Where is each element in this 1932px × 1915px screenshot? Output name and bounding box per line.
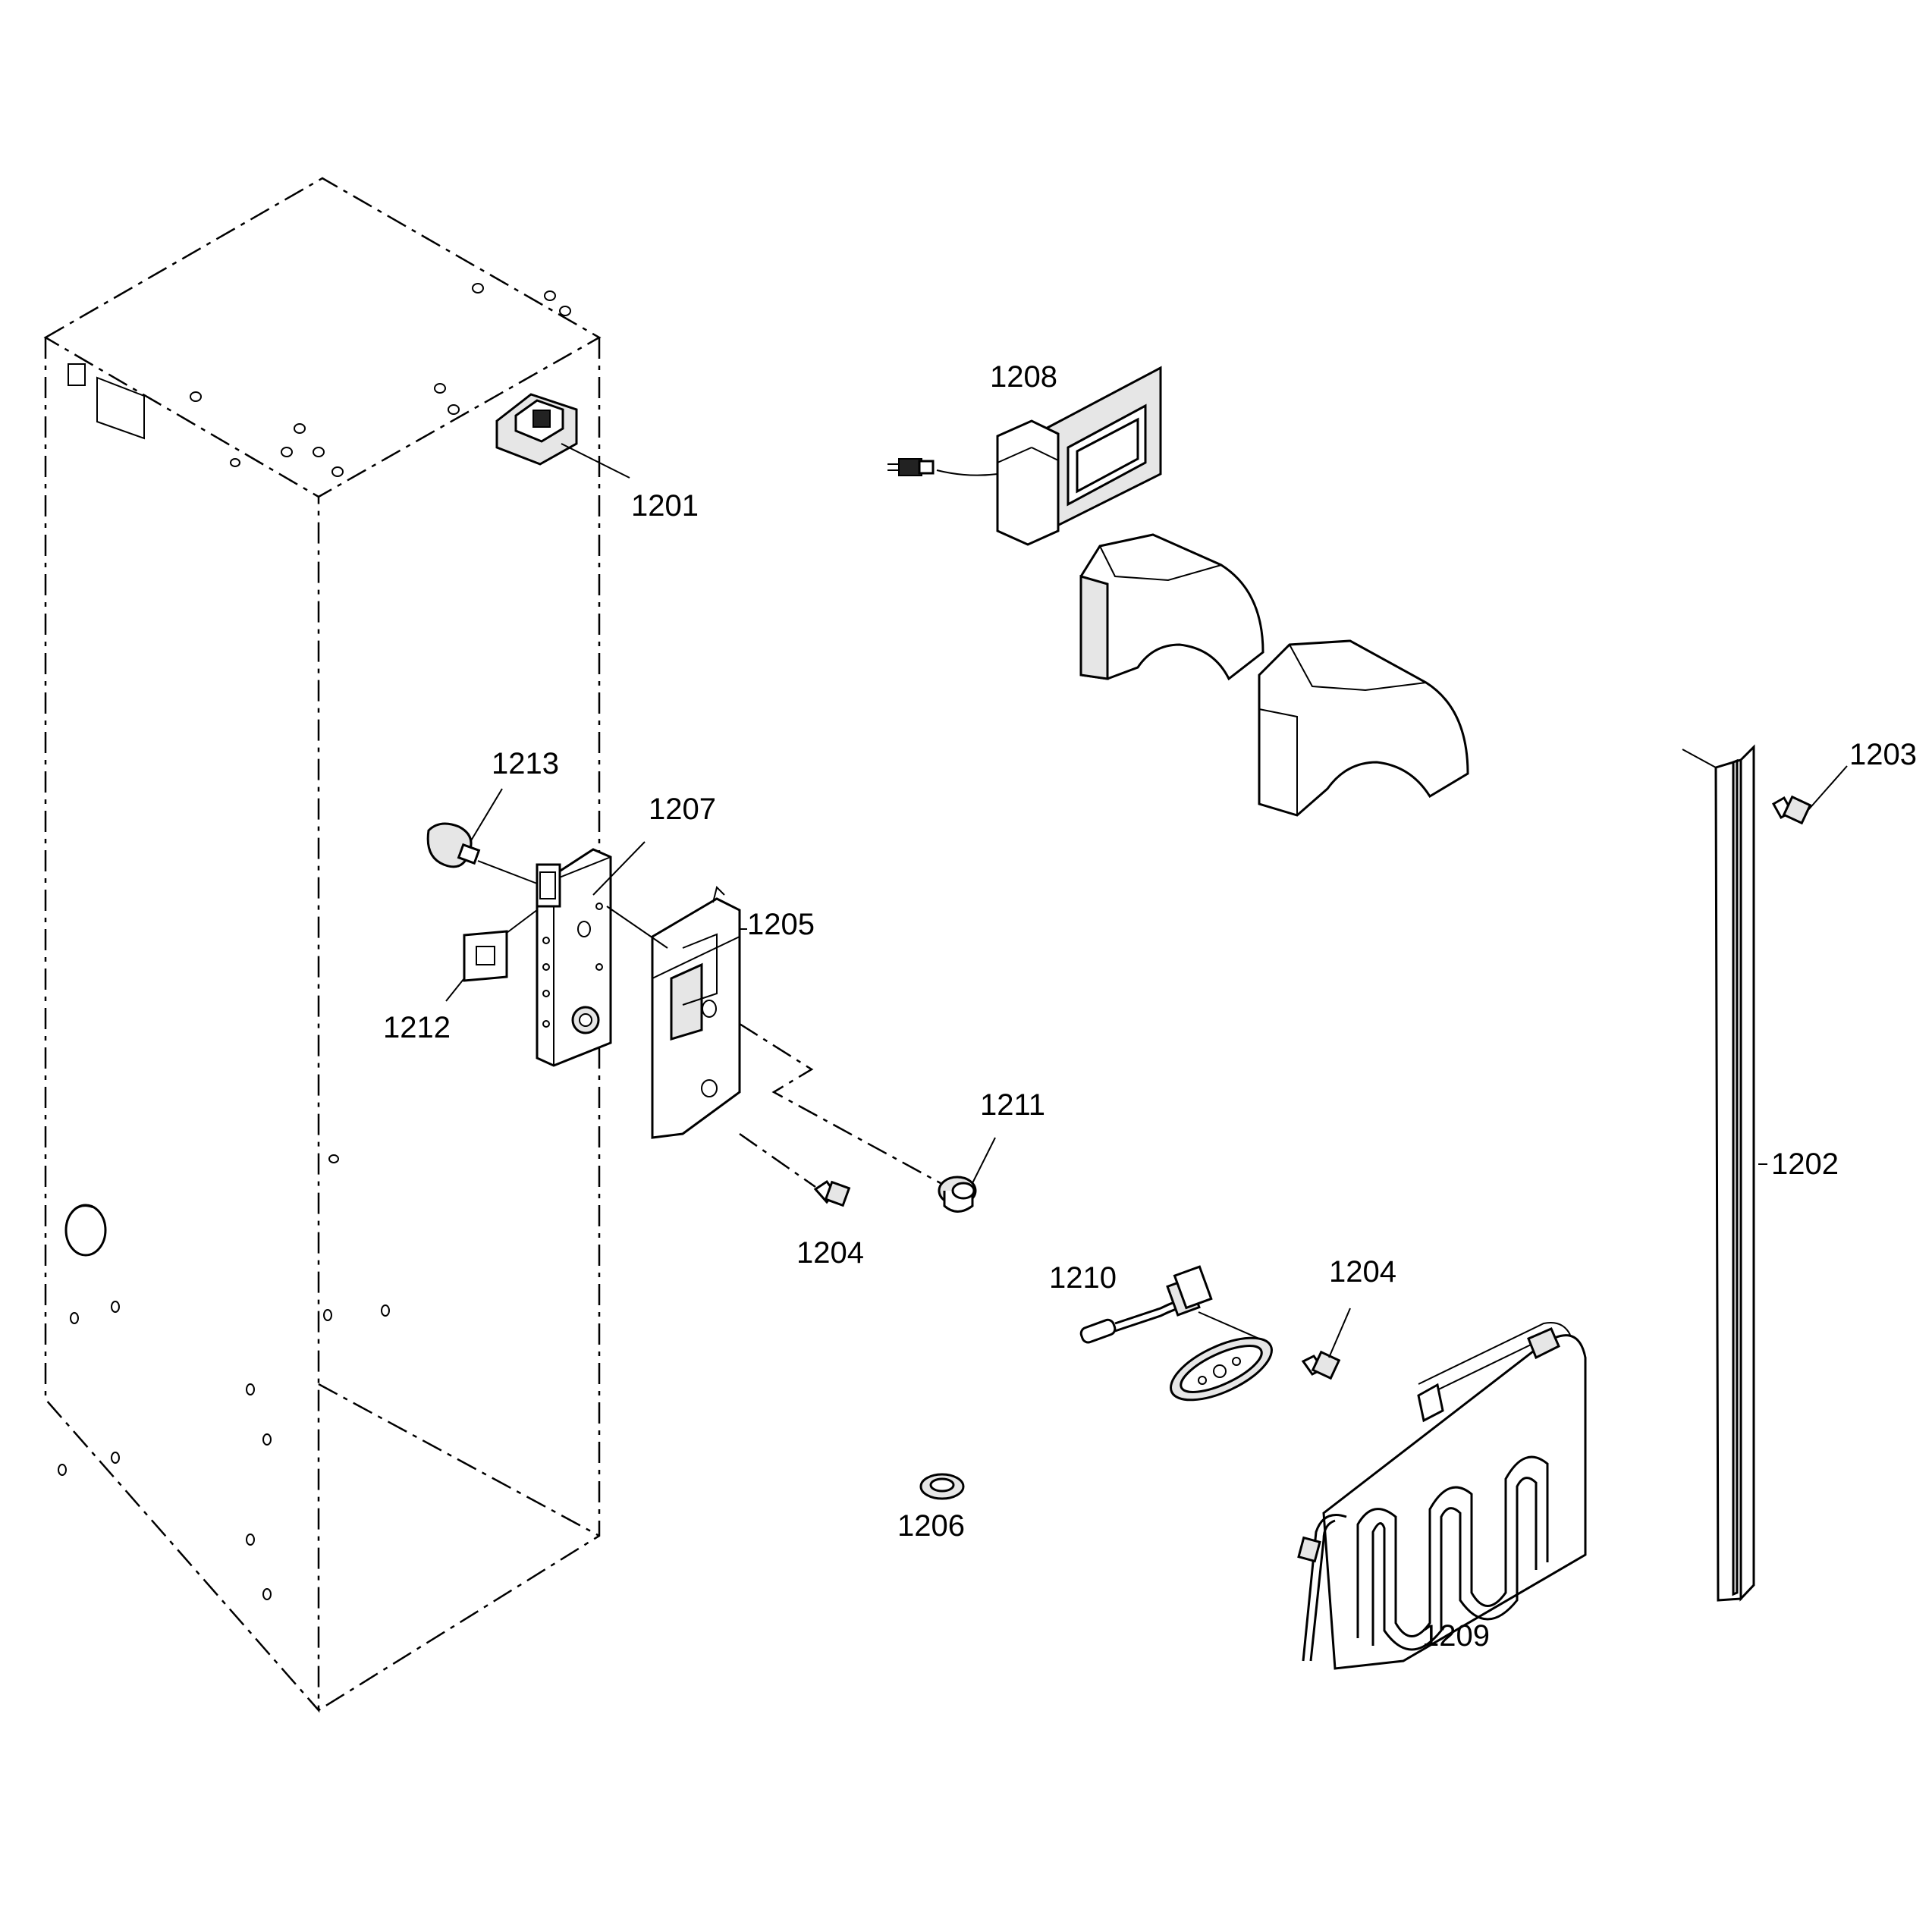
label-1201: 1201: [631, 489, 699, 523]
part-1202-trim-strip: [1682, 744, 1767, 1602]
part-labels: 1201 1208 1213 1207 1205 1212 1211 1204 …: [383, 360, 1917, 1653]
label-1209: 1209: [1422, 1619, 1490, 1653]
label-1204-b: 1204: [1329, 1255, 1396, 1289]
cabinet-holes: [58, 283, 571, 1600]
part-1204-screw-b: [1301, 1308, 1351, 1380]
foam-insulation-blocks: [1079, 533, 1469, 817]
label-1212: 1212: [383, 1011, 451, 1044]
label-1210: 1210: [1049, 1261, 1117, 1295]
part-1209-evaporator: [1297, 1322, 1587, 1670]
cabinet-outline: [43, 177, 602, 1713]
part-1204-screw-a: [739, 1132, 851, 1207]
label-1206: 1206: [897, 1509, 965, 1543]
label-1204-a: 1204: [796, 1236, 864, 1270]
part-1201-switch: [495, 393, 630, 479]
part-1205-cover: [606, 886, 747, 1139]
label-1205: 1205: [747, 908, 815, 941]
label-1208: 1208: [990, 360, 1057, 394]
part-1208-damper: [887, 366, 1162, 546]
label-1211: 1211: [980, 1088, 1045, 1122]
part-1211-socket: [938, 1137, 996, 1213]
part-1213-knob: [426, 788, 538, 884]
part-1207-bracket: [536, 841, 646, 1067]
label-1203: 1203: [1849, 738, 1917, 771]
part-1206-grommet: [919, 1473, 965, 1500]
label-1202: 1202: [1771, 1147, 1839, 1181]
label-1213: 1213: [492, 747, 559, 780]
part-1203-screw: [1771, 765, 1848, 825]
label-1207: 1207: [649, 793, 716, 826]
light-lens-plate: [1170, 1336, 1273, 1402]
part-1210-sensor: [1079, 1265, 1260, 1344]
